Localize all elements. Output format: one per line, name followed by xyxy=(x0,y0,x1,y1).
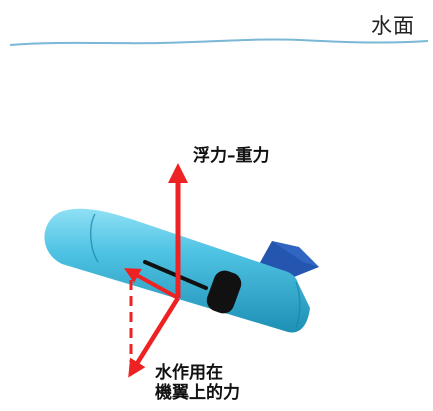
wing-force-label: 水作用在 機翼上的力 xyxy=(155,363,240,403)
horizontal-component-arrow xyxy=(123,268,179,300)
wing-force-label-line1: 水作用在 xyxy=(155,363,223,383)
water-surface-line xyxy=(9,38,429,46)
wing-force-arrow xyxy=(128,296,180,378)
glider-window xyxy=(206,270,242,314)
water-surface-label: 水面 xyxy=(371,14,415,38)
wing-force-label-line2: 機翼上的力 xyxy=(155,383,240,403)
buoyancy-gravity-label: 浮力–重力 xyxy=(193,146,270,166)
